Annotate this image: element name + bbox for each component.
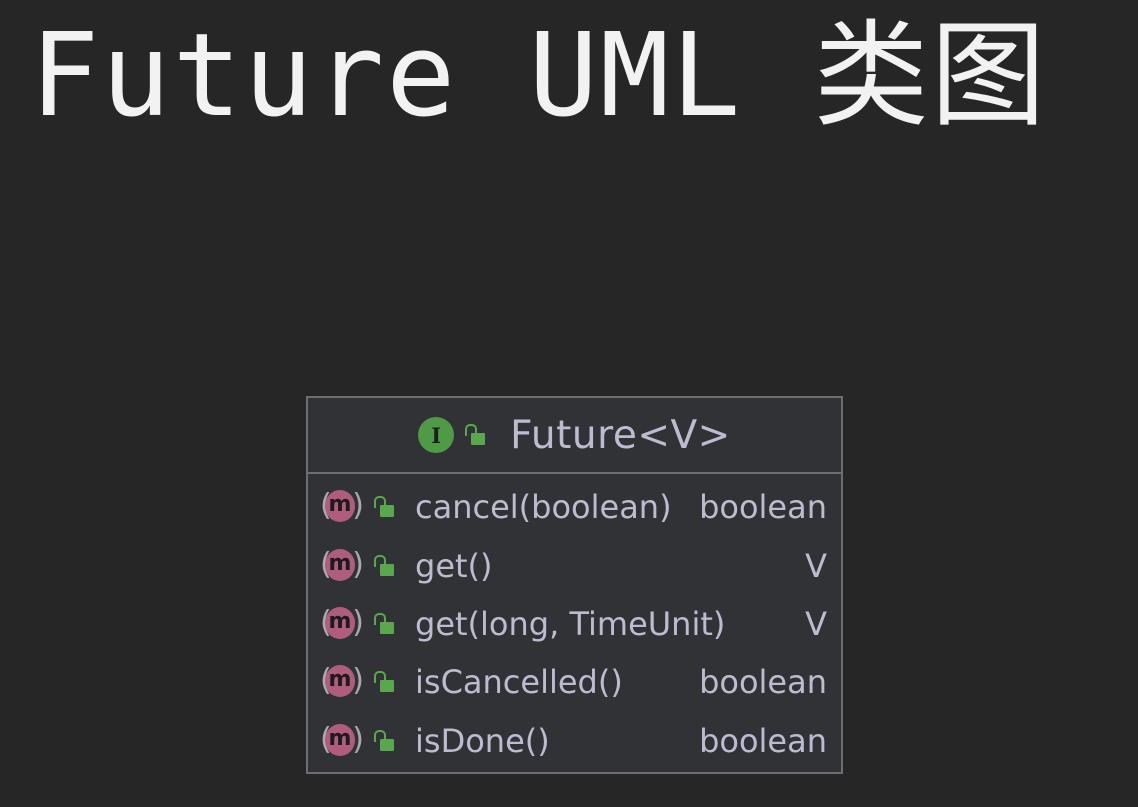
public-lock-icon (373, 729, 395, 752)
method-icon: (m) (320, 488, 364, 526)
method-return-type: boolean (699, 663, 827, 702)
method-return-type: V (805, 604, 827, 643)
method-name: isCancelled() (415, 663, 623, 702)
public-lock-icon (373, 612, 395, 635)
method-return-type: V (805, 546, 827, 585)
method-row[interactable]: (m) get(long, TimeUnit) V (308, 595, 841, 653)
interface-icon: I (418, 417, 455, 453)
method-name: cancel(boolean) (415, 488, 672, 527)
method-list: (m) cancel(boolean) boolean (m) get() V … (308, 474, 841, 770)
class-name: Future<V> (510, 412, 731, 458)
method-row[interactable]: (m) isCancelled() boolean (308, 653, 841, 711)
method-row[interactable]: (m) isDone() boolean (308, 712, 841, 770)
uml-class-box[interactable]: I Future<V> (m) cancel(boolean) boolean … (306, 396, 843, 774)
public-lock-icon (373, 496, 395, 518)
method-icon: (m) (320, 663, 364, 701)
method-name: isDone() (415, 721, 550, 760)
public-lock-icon (373, 554, 395, 577)
uml-class-header: I Future<V> (308, 398, 841, 474)
method-row[interactable]: (m) get() V (308, 536, 841, 594)
method-icon: (m) (320, 605, 364, 643)
public-lock-icon (373, 671, 395, 693)
method-return-type: boolean (699, 488, 827, 527)
method-row[interactable]: (m) cancel(boolean) boolean (308, 478, 841, 536)
method-name: get(long, TimeUnit) (415, 604, 726, 643)
method-name: get() (415, 546, 493, 585)
method-icon: (m) (320, 722, 364, 760)
public-lock-icon (464, 424, 486, 446)
page-title: Future UML 类图 (30, 9, 1048, 143)
method-icon: (m) (320, 547, 364, 585)
method-return-type: boolean (699, 721, 827, 760)
